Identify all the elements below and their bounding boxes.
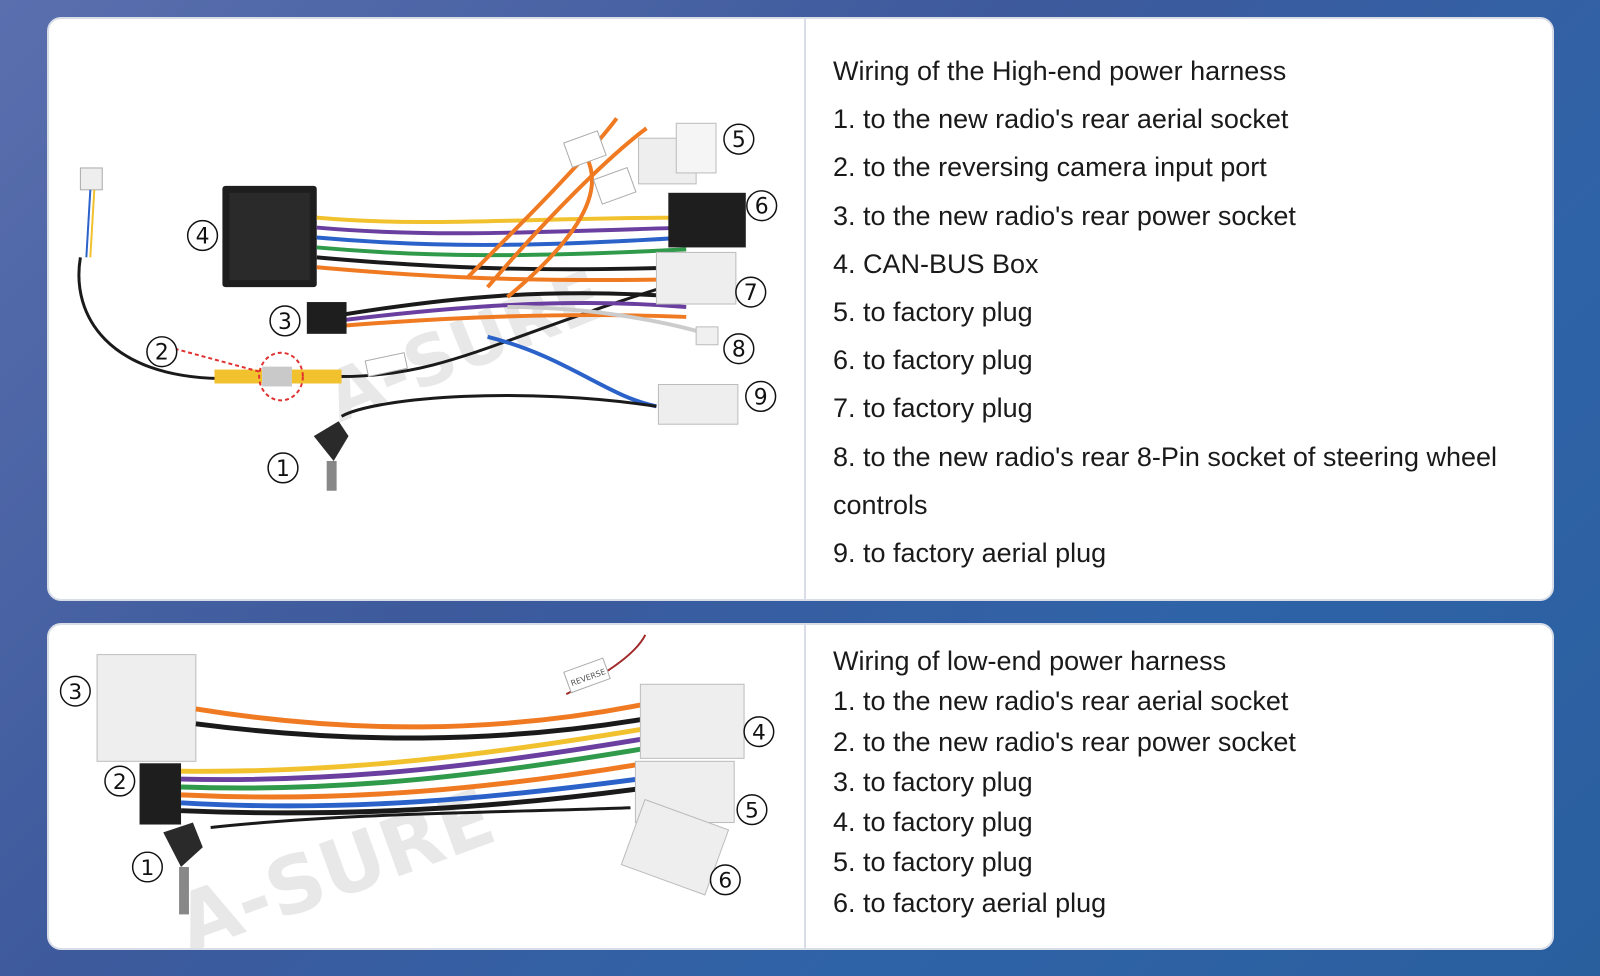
callout-circle-5	[736, 794, 768, 826]
low-end-harness-legend: Wiring of low-end power harness 1. to th…	[833, 625, 1532, 923]
low-end-harness-panel: A-SURE	[47, 623, 1554, 950]
legend-item: 6. to factory plug	[833, 345, 1033, 376]
callout-3: 3	[68, 680, 82, 705]
callout-4: 4	[752, 721, 766, 746]
callout-circle-1	[131, 851, 164, 883]
callout-circle-4	[743, 716, 775, 748]
callout-6: 6	[755, 195, 769, 220]
callout-1: 1	[141, 856, 155, 881]
legend-item: 5. to factory plug	[833, 297, 1033, 328]
legend-item: 2. to the reversing camera input port	[833, 152, 1267, 183]
legend-item: 6. to factory aerial plug	[833, 887, 1107, 918]
callout-5: 5	[732, 128, 746, 153]
legend-item-continuation: controls	[833, 489, 928, 520]
legend-item: 4. to factory plug	[833, 807, 1033, 838]
legend-item: 1. to the new radio's rear aerial socket	[833, 104, 1289, 135]
legend-item: 9. to factory aerial plug	[833, 538, 1107, 569]
callout-circle-6	[709, 864, 741, 896]
callout-8: 8	[732, 338, 746, 363]
callout-circle-6	[746, 190, 778, 222]
callout-5: 5	[745, 799, 759, 824]
legend-item: 1. to the new radio's rear aerial socket	[833, 686, 1289, 717]
callout-circle-4	[186, 219, 219, 252]
callout-1: 1	[276, 457, 290, 482]
low-end-harness-illustration: A-SURE	[59, 634, 775, 948]
legend-item: 4. CAN-BUS Box	[833, 248, 1039, 279]
legend-item: 3. to the new radio's rear power socket	[833, 200, 1296, 231]
high-end-harness-panel: A-SURE	[47, 17, 1554, 601]
callout-circle-8	[723, 333, 755, 365]
low-end-title: Wiring of low-end power harness	[833, 646, 1227, 676]
callout-circle-9	[745, 380, 777, 413]
callout-circle-2	[146, 336, 178, 368]
callout-7: 7	[744, 281, 758, 306]
legend-item: 8. to the new radio's rear 8-Pin socket …	[833, 441, 1498, 472]
callout-circle-3	[59, 675, 91, 707]
callout-9: 9	[754, 385, 768, 410]
callout-circle-3	[269, 305, 301, 337]
high-end-harness-illustration: A-SURE	[77, 117, 778, 491]
callout-4: 4	[196, 224, 210, 249]
callout-circle-5	[723, 123, 755, 155]
high-end-harness-photo: A-SURE	[49, 19, 806, 599]
callout-2: 2	[155, 341, 169, 366]
legend-item: 5. to factory plug	[833, 847, 1033, 878]
callout-3: 3	[278, 310, 292, 335]
legend-item: 7. to factory plug	[833, 393, 1033, 424]
legend-item: 3. to factory plug	[833, 766, 1033, 797]
legend-item: 2. to the new radio's rear power socket	[833, 726, 1296, 757]
callout-circle-7	[735, 276, 767, 308]
high-end-harness-legend: Wiring of the High-end power harness 1. …	[833, 19, 1532, 577]
callout-2: 2	[113, 770, 127, 795]
low-end-harness-photo: A-SURE	[49, 625, 806, 948]
callout-6: 6	[718, 869, 732, 894]
watermark: A-SURE	[315, 255, 614, 439]
callout-circle-1	[267, 452, 299, 484]
callout-circle-2	[104, 765, 136, 797]
high-end-title: Wiring of the High-end power harness	[833, 56, 1287, 86]
